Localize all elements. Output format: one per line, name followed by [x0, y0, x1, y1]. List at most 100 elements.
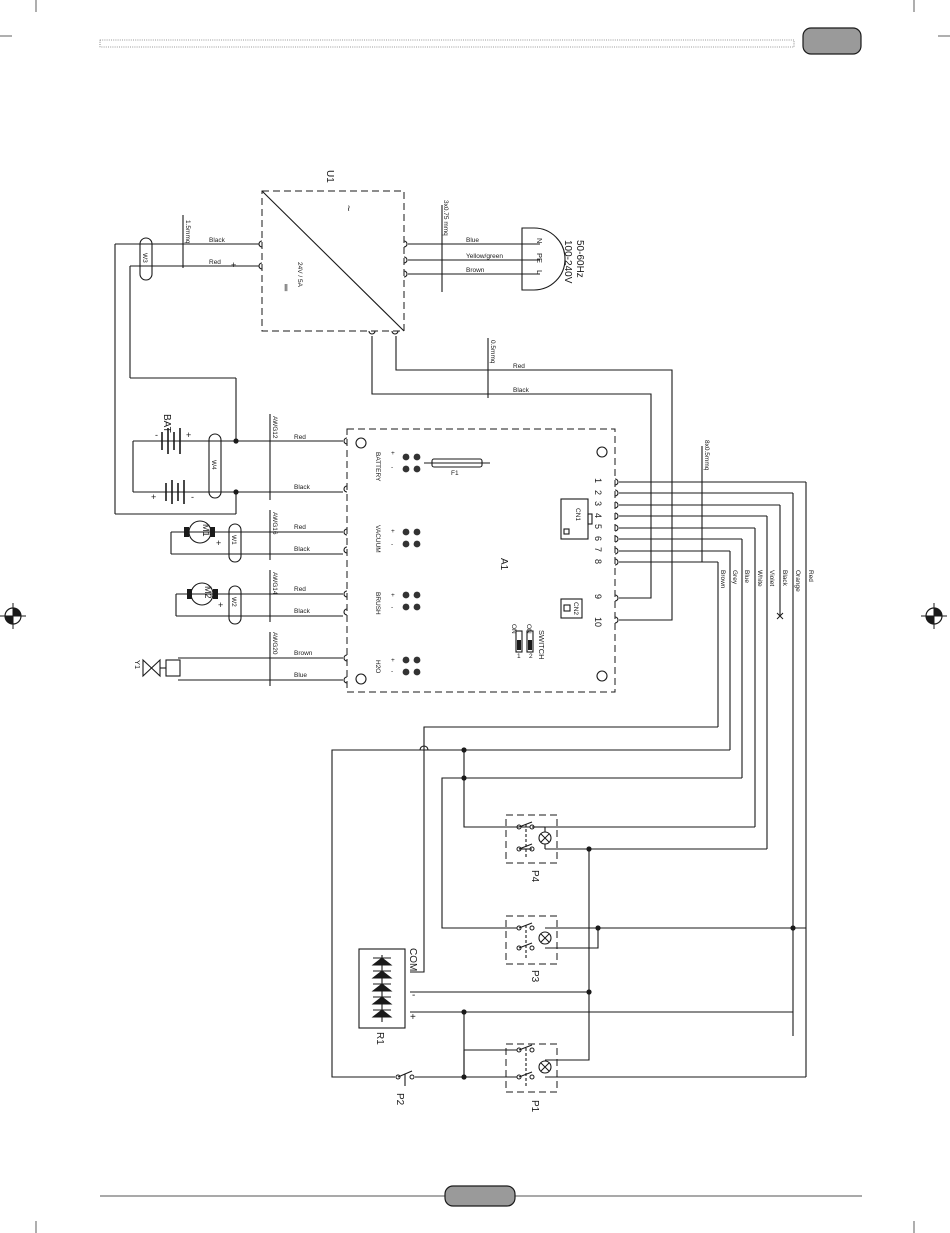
- svg-text:+: +: [218, 600, 223, 610]
- svg-text:COM: COM: [407, 948, 418, 971]
- u1-output-section: 1.5mmq: [184, 220, 191, 244]
- header-bar: [99, 27, 862, 55]
- svg-text:1: 1: [593, 478, 603, 483]
- svg-text:Black: Black: [294, 484, 311, 491]
- svg-text:-: -: [391, 668, 393, 675]
- svg-text:White: White: [756, 570, 763, 587]
- svg-text:P1: P1: [529, 1100, 540, 1113]
- svg-text:AWG16: AWG16: [271, 512, 278, 535]
- svg-text:Y1: Y1: [133, 660, 142, 669]
- dip-switch: SWITCH ON ON 1 2: [510, 624, 546, 660]
- term-l: L: [535, 270, 544, 274]
- svg-text:CN2: CN2: [572, 602, 579, 615]
- svg-text:Red: Red: [294, 586, 306, 593]
- connector-h2o: H2O + -: [343, 654, 421, 684]
- signal-red-label: Red: [513, 363, 525, 370]
- svg-text:Orange: Orange: [794, 570, 801, 592]
- svg-text:8: 8: [593, 559, 603, 564]
- svg-text:VACUUM: VACUUM: [374, 525, 381, 553]
- wire-blue-label: Blue: [466, 237, 479, 244]
- svg-text:W2: W2: [230, 597, 237, 607]
- svg-text:Black: Black: [781, 570, 788, 587]
- svg-text:Brown: Brown: [294, 650, 313, 657]
- svg-text:6: 6: [593, 536, 603, 541]
- terminal-block: 1 2 3 4 5 6 7 8 9 10: [593, 478, 619, 627]
- signal-black-label: Black: [513, 387, 530, 394]
- svg-text:P4: P4: [529, 870, 540, 883]
- signal-section-label: 0.5mmq: [489, 340, 496, 364]
- clamp-w3: [139, 237, 153, 281]
- wire-yellow-green-label: Yellow/green: [466, 253, 503, 260]
- harness-8-wire: 8x0.5mmq Red Orange Black Violet White B…: [619, 440, 814, 1077]
- u1-out-plus: +: [231, 260, 236, 270]
- svg-text:Brown: Brown: [719, 570, 726, 589]
- svg-text:+: +: [151, 492, 156, 502]
- svg-text:Grey: Grey: [731, 570, 738, 585]
- svg-text:M2: M2: [203, 586, 213, 599]
- svg-text:7: 7: [593, 547, 603, 552]
- svg-text:+: +: [391, 450, 395, 457]
- svg-text:1: 1: [517, 653, 521, 660]
- bat-label: BAT: [161, 414, 172, 433]
- term-n: N: [535, 238, 544, 243]
- svg-text:-: -: [391, 541, 393, 548]
- svg-text:-: -: [191, 492, 194, 502]
- pushbutton-p3: P3: [505, 915, 558, 983]
- svg-text:H2O: H2O: [374, 660, 381, 673]
- svg-text:+: +: [410, 1012, 416, 1023]
- svg-text:5: 5: [593, 524, 603, 529]
- u1-signal-cable: 0.5mmq Red Black: [371, 336, 673, 478]
- registration-mark-right: [921, 603, 947, 629]
- svg-text:ON: ON: [525, 624, 532, 634]
- registration-mark-left: [0, 603, 26, 629]
- a1-label: A1: [498, 558, 509, 571]
- page-tab-bottom: [444, 1185, 516, 1207]
- svg-text:-: -: [391, 604, 393, 611]
- pushbutton-p2: P2: [394, 1070, 415, 1106]
- svg-text:Black: Black: [294, 546, 311, 553]
- svg-text:M1: M1: [201, 524, 211, 537]
- svg-text:-: -: [155, 430, 158, 440]
- svg-text:+: +: [391, 657, 395, 664]
- motor-m2: AWG14 Red Black M2 + W2: [175, 570, 343, 625]
- svg-text:+: +: [391, 592, 395, 599]
- main-board-a1: A1 BATTERY + - VACUUM + - BRUSH + -: [343, 428, 619, 693]
- svg-text:W1: W1: [230, 535, 237, 545]
- svg-text:AWG14: AWG14: [271, 572, 278, 595]
- svg-text:CN1: CN1: [574, 508, 581, 521]
- footer-bar: [100, 1185, 862, 1207]
- battery-bat: BAT AWG12 Red Black - + + - W4: [132, 414, 343, 504]
- fuse-f1: F1: [424, 458, 490, 477]
- page-tab-top: [802, 27, 862, 55]
- connector-brush: BRUSH + -: [343, 590, 421, 616]
- svg-text:W3: W3: [141, 253, 148, 263]
- svg-text:+: +: [186, 430, 191, 440]
- svg-text:10: 10: [593, 617, 603, 627]
- svg-text:2: 2: [593, 490, 603, 495]
- svg-text:ON: ON: [510, 624, 517, 634]
- svg-text:BATTERY: BATTERY: [374, 452, 381, 482]
- svg-text:-: -: [412, 990, 415, 1001]
- svg-text:Blue: Blue: [743, 570, 750, 583]
- dc-symbol: ═: [280, 283, 291, 292]
- svg-text:3: 3: [593, 501, 603, 506]
- motor-m1: AWG16 Red Black M1 + W1: [170, 510, 343, 563]
- svg-text:+: +: [216, 538, 221, 548]
- pushbutton-p4: P4: [464, 814, 558, 883]
- svg-text:9: 9: [593, 594, 603, 599]
- u1-rating: 24V / 5A: [296, 262, 303, 288]
- svg-text:Red: Red: [294, 434, 306, 441]
- mains-input: 3x0.75 mmq Blue Yellow/green Brown N PE …: [408, 200, 585, 292]
- svg-text:4: 4: [593, 513, 603, 518]
- svg-text:Violet: Violet: [768, 570, 775, 586]
- connector-cn2: CN2: [560, 598, 583, 619]
- rectifier-r1: COM - + R1: [358, 948, 418, 1045]
- mains-voltage: 100-240V: [562, 240, 573, 284]
- mains-frequency: 50-60Hz: [574, 240, 585, 278]
- svg-text:R1: R1: [374, 1032, 385, 1045]
- svg-text:SWITCH: SWITCH: [537, 630, 546, 660]
- svg-text:W4: W4: [210, 460, 217, 470]
- svg-text:BRUSH: BRUSH: [374, 592, 381, 615]
